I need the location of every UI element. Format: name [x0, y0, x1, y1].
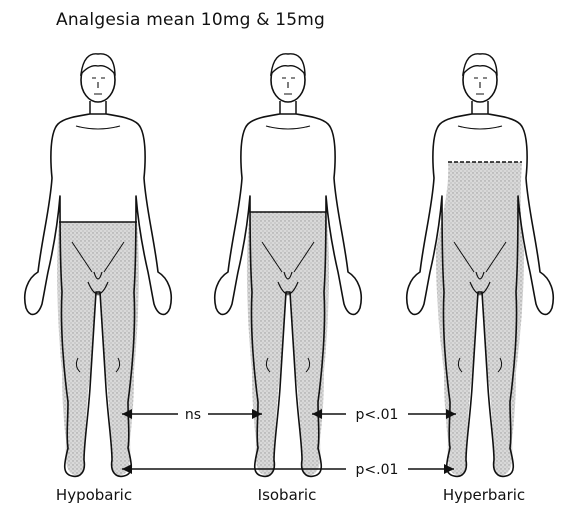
label-isobaric: Isobaric	[258, 486, 317, 504]
comparison-hypo-hyper-label: p<.01	[356, 462, 399, 478]
comparison-ns-label: ns	[185, 407, 201, 423]
shade-hypobaric	[57, 222, 139, 476]
comparison-iso-hyper-label: p<.01	[356, 407, 399, 423]
label-hypobaric: Hypobaric	[56, 486, 132, 504]
shade-isobaric	[247, 212, 329, 476]
comparison-hypo-hyper: p<.01	[122, 459, 454, 479]
comparison-ns: ns	[122, 404, 262, 424]
label-hyperbaric: Hyperbaric	[443, 486, 525, 504]
comparison-iso-hyper: p<.01	[312, 404, 456, 424]
